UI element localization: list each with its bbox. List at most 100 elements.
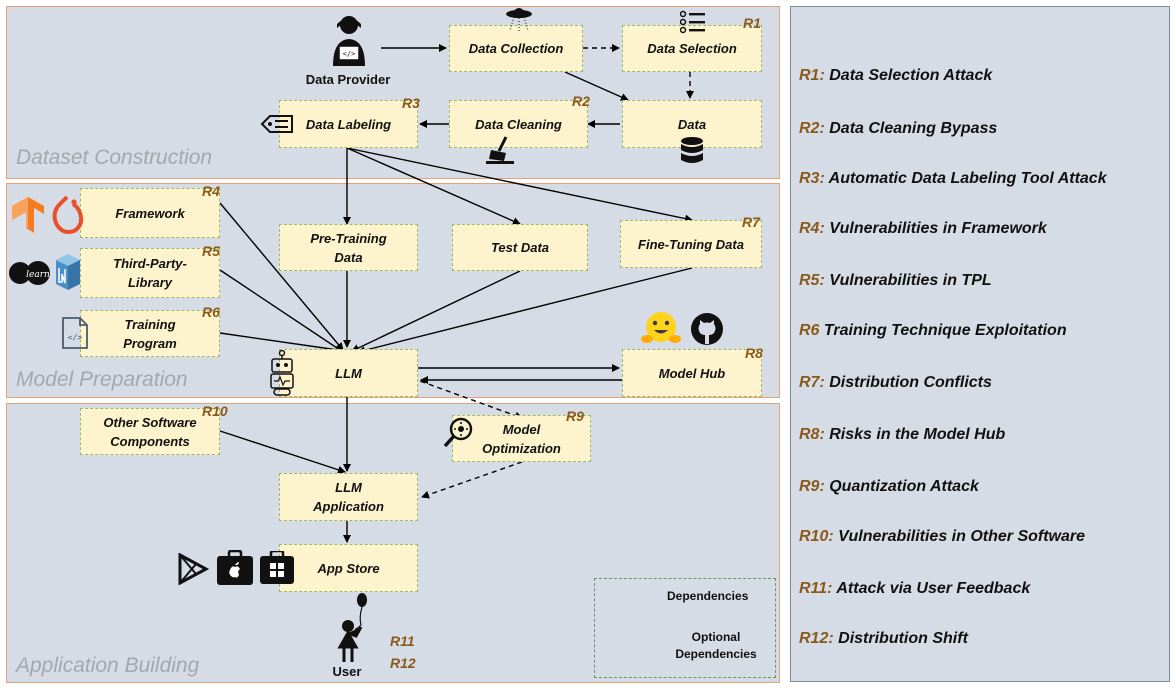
section-label-dataset: Dataset Construction xyxy=(16,146,213,169)
risk-code: R2: xyxy=(799,120,825,137)
user-balloon-icon xyxy=(337,593,367,662)
list-icon xyxy=(680,10,705,34)
node-llm-application: LLM Application xyxy=(279,473,418,521)
arrow-framework-llm xyxy=(219,202,344,351)
risk-text: Risks in the Model Hub xyxy=(829,426,1006,443)
tensorflow-logo xyxy=(12,197,44,233)
node-data-selection: Data Selection xyxy=(622,25,762,72)
risk-text: Data Selection Attack xyxy=(829,67,993,84)
section-label-application: Application Building xyxy=(16,654,200,677)
risk-item-r2: R2: Data Cleaning Bypass xyxy=(799,120,997,138)
risk-code: R6 xyxy=(799,322,820,339)
risk-item-r1: R1: Data Selection Attack xyxy=(799,67,992,85)
play-store-icon xyxy=(178,553,210,585)
node-llm: LLM xyxy=(279,349,418,397)
svg-text:learn: learn xyxy=(26,270,50,280)
risk-text: Distribution Shift xyxy=(838,630,968,647)
arrow-optimization-application xyxy=(421,461,523,499)
tag-icon xyxy=(260,115,293,133)
person-laptop-icon: </> xyxy=(333,16,365,66)
risk-text: Attack via User Feedback xyxy=(836,580,1031,597)
arrow-collection-data xyxy=(564,71,629,101)
legend-box: Dependencies Optional Dependencies xyxy=(594,578,776,678)
risk-text: Vulnerabilities in Other Software xyxy=(838,528,1086,545)
risk-text: Training Technique Exploitation xyxy=(823,322,1067,339)
legend-dependencies-label: Dependencies xyxy=(667,589,749,603)
arrow-labeling-test xyxy=(346,147,521,225)
tag-r4: R4 xyxy=(202,183,220,199)
label-user: User xyxy=(332,664,362,679)
apple-store-icon xyxy=(217,550,253,585)
node-model-optimization: Model Optimization xyxy=(452,415,591,462)
tag-r6: R6 xyxy=(202,304,220,320)
risk-text: Distribution Conflicts xyxy=(829,374,992,391)
broom-icon xyxy=(486,136,514,164)
huggingface-logo xyxy=(641,312,681,343)
risk-item-r12: R12: Distribution Shift xyxy=(799,630,968,648)
database-icon xyxy=(681,137,703,163)
legend-optional-label: Optional Dependencies xyxy=(675,630,757,661)
risk-code: R7: xyxy=(799,374,825,391)
risk-text: Vulnerabilities in Framework xyxy=(829,220,1047,237)
risk-item-r11: R11: Attack via User Feedback xyxy=(799,580,1030,598)
svg-text:</>: </> xyxy=(343,50,356,58)
pytorch-logo xyxy=(52,195,84,234)
risk-item-r3: R3: Automatic Data Labeling Tool Attack xyxy=(799,170,1107,188)
tag-r10: R10 xyxy=(202,403,228,419)
risk-code: R11: xyxy=(799,580,833,597)
risk-item-r7: R7: Distribution Conflicts xyxy=(799,374,992,392)
tag-r3: R3 xyxy=(402,95,420,111)
risk-code: R3: xyxy=(799,170,825,187)
node-third-party-library: Third-Party- Library xyxy=(80,248,220,298)
risk-item-r10: R10: Vulnerabilities in Other Software xyxy=(799,528,1085,546)
tag-r5: R5 xyxy=(202,243,220,259)
section-label-model: Model Preparation xyxy=(16,368,188,391)
sklearn-logo: learn xyxy=(9,261,50,285)
github-logo xyxy=(691,313,723,345)
arrow-test-llm xyxy=(351,270,521,352)
risk-item-r4: R4: Vulnerabilities in Framework xyxy=(799,220,1047,238)
node-data-collection: Data Collection xyxy=(449,25,583,72)
risk-code: R12: xyxy=(799,630,834,647)
tag-r11: R11 xyxy=(390,633,415,649)
node-data-labeling: Data Labeling xyxy=(279,100,418,148)
arrow-finetuning-llm xyxy=(357,267,693,355)
svg-text:</>: </> xyxy=(68,333,83,342)
risk-item-r8: R8: Risks in the Model Hub xyxy=(799,426,1005,444)
search-gear-icon xyxy=(443,417,473,448)
numpy-logo xyxy=(56,254,80,290)
risk-code: R1: xyxy=(799,67,825,84)
risk-text: Data Cleaning Bypass xyxy=(829,120,998,137)
risk-code: R9: xyxy=(799,478,825,495)
robot-icon xyxy=(270,350,294,396)
node-test-data: Test Data xyxy=(452,224,588,271)
risk-text: Vulnerabilities in TPL xyxy=(829,272,992,289)
risk-item-r5: R5: Vulnerabilities in TPL xyxy=(799,272,992,290)
risk-item-r9: R9: Quantization Attack xyxy=(799,478,979,496)
tag-r1: R1 xyxy=(743,15,761,31)
arrow-other-application xyxy=(219,430,346,474)
arrow-tpl-llm xyxy=(219,269,344,353)
risk-code: R5: xyxy=(799,272,825,289)
risk-item-r6: R6 Training Technique Exploitation xyxy=(799,322,1067,340)
tag-r8: R8 xyxy=(745,345,763,361)
risk-list-panel: R1: Data Selection Attack R2: Data Clean… xyxy=(790,6,1170,682)
code-file-icon: </> xyxy=(62,317,88,349)
risk-code: R10: xyxy=(799,528,834,545)
risk-text: Automatic Data Labeling Tool Attack xyxy=(828,170,1107,187)
node-model-hub: Model Hub xyxy=(622,349,762,397)
node-other-software-components: Other Software Components xyxy=(80,408,220,455)
arrow-labeling-finetuning xyxy=(346,147,693,223)
node-framework: Framework xyxy=(80,188,220,238)
tag-r9: R9 xyxy=(566,408,584,424)
risk-code: R4: xyxy=(799,220,825,237)
windows-store-icon xyxy=(260,551,294,584)
tag-r7: R7 xyxy=(742,214,760,230)
ufo-icon xyxy=(506,8,532,31)
arrow-training-llm xyxy=(219,332,346,354)
risk-text: Quantization Attack xyxy=(829,478,979,495)
node-training-program: Training Program xyxy=(80,310,220,357)
label-data-provider: Data Provider xyxy=(305,72,391,87)
tag-r2: R2 xyxy=(572,93,590,109)
risk-code: R8: xyxy=(799,426,825,443)
